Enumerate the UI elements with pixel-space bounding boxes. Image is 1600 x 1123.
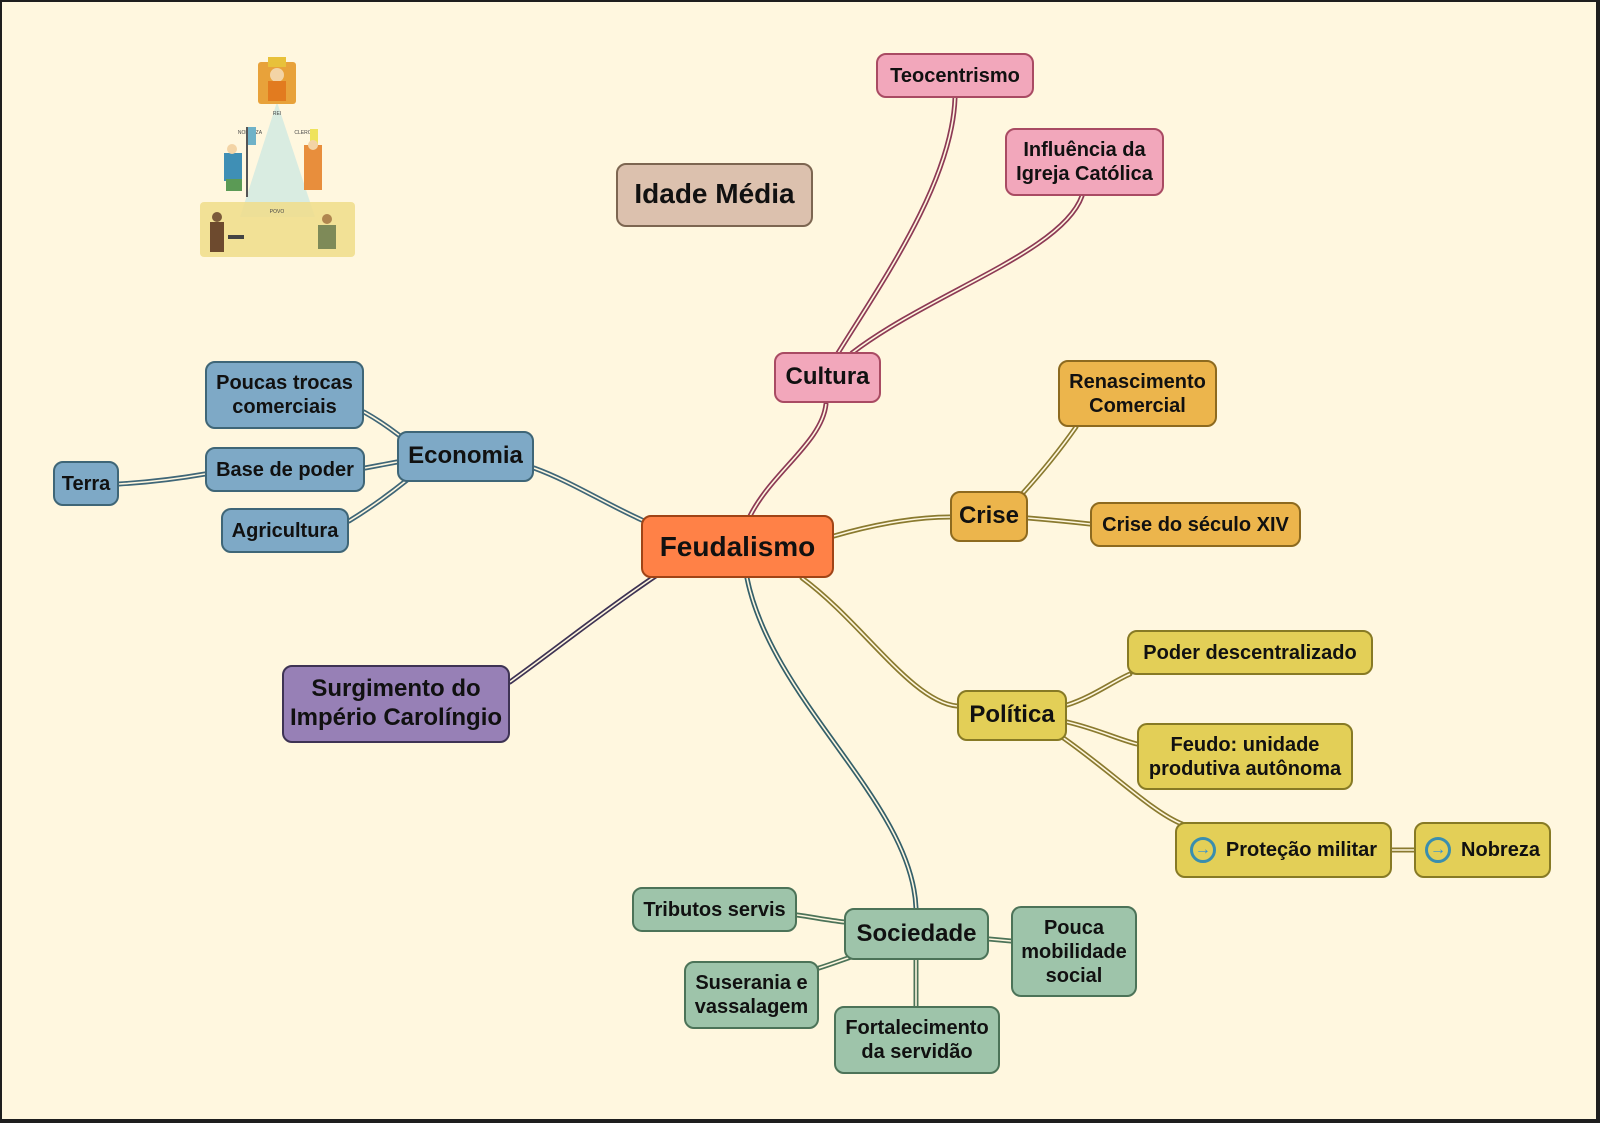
link-politica-feudo [1064, 719, 1140, 747]
link-crise-renascimento [1019, 424, 1079, 497]
arrow-right-icon[interactable]: → [1425, 837, 1452, 863]
pyramid-label-clero: CLERO [294, 130, 311, 136]
node-agricultura[interactable]: Agricultura [221, 508, 349, 553]
heading-idade-media[interactable]: Idade Média [616, 163, 813, 227]
node-feudo-unidade-produtiva[interactable]: Feudo: unidade produtiva autônoma [1137, 723, 1353, 790]
node-base-de-poder[interactable]: Base de poder [205, 447, 365, 492]
node-influencia-igreja[interactable]: Influência da Igreja Católica [1005, 128, 1164, 196]
link-sociedade-pouca [986, 936, 1014, 944]
link-sociedade-tributos [794, 912, 847, 925]
node-suserania-vassalagem[interactable]: Suserania e vassalagem [684, 961, 819, 1029]
link-politica-poder [1064, 671, 1133, 708]
link-cultura-teocentrismo [835, 95, 958, 356]
node-nobreza-label: Nobreza [1461, 839, 1540, 861]
node-renascimento-comercial[interactable]: Renascimento Comercial [1058, 360, 1217, 427]
node-pouca-mobilidade-social[interactable]: Pouca mobilidade social [1011, 906, 1137, 997]
link-central-crise [831, 514, 953, 539]
link-economia-poucas [361, 409, 403, 439]
arrow-right-icon[interactable]: → [1189, 837, 1216, 863]
pyramid-label-rei: REI [273, 111, 281, 117]
node-tributos-servis[interactable]: Tributos servis [632, 887, 797, 932]
node-sociedade[interactable]: Sociedade [844, 908, 989, 960]
central-node-feudalismo[interactable]: Feudalismo [641, 515, 834, 578]
link-politica-protecao [1059, 734, 1185, 827]
node-protecao-militar-label: Proteção militar [1225, 839, 1378, 861]
node-fortalecimento-servidao[interactable]: Fortalecimento da servidão [834, 1006, 1000, 1074]
link-central-sociedade [744, 575, 919, 911]
node-teocentrismo[interactable]: Teocentrismo [876, 53, 1034, 98]
feudal-pyramid-illustration: REI NOBREZA CLERO POVO [200, 57, 355, 257]
link-central-economia [531, 465, 647, 524]
link-central-carolingio [507, 572, 660, 685]
node-surgimento-imperio-carolingio[interactable]: Surgimento do Império Carolíngio [282, 665, 510, 743]
node-crise-seculo-xiv[interactable]: Crise do século XIV [1090, 502, 1301, 547]
link-economia-base [362, 459, 400, 471]
node-cultura[interactable]: Cultura [774, 352, 881, 403]
node-terra[interactable]: Terra [53, 461, 119, 506]
link-crise-xiv [1025, 515, 1093, 527]
link-economia-agricultura [346, 477, 410, 524]
node-nobreza[interactable]: → Nobreza [1414, 822, 1551, 878]
node-politica[interactable]: Política [957, 690, 1067, 741]
pyramid-label-povo: POVO [270, 209, 285, 215]
link-base-terra [116, 471, 208, 487]
node-poucas-trocas-comerciais[interactable]: Poucas trocas comerciais [205, 361, 364, 429]
link-cultura-igreja [849, 193, 1085, 356]
node-poder-descentralizado[interactable]: Poder descentralizado [1127, 630, 1373, 675]
link-central-politica [799, 575, 960, 709]
node-crise[interactable]: Crise [950, 491, 1028, 542]
link-central-cultura [747, 401, 829, 519]
node-economia[interactable]: Economia [397, 431, 534, 482]
node-protecao-militar[interactable]: → Proteção militar [1175, 822, 1392, 878]
